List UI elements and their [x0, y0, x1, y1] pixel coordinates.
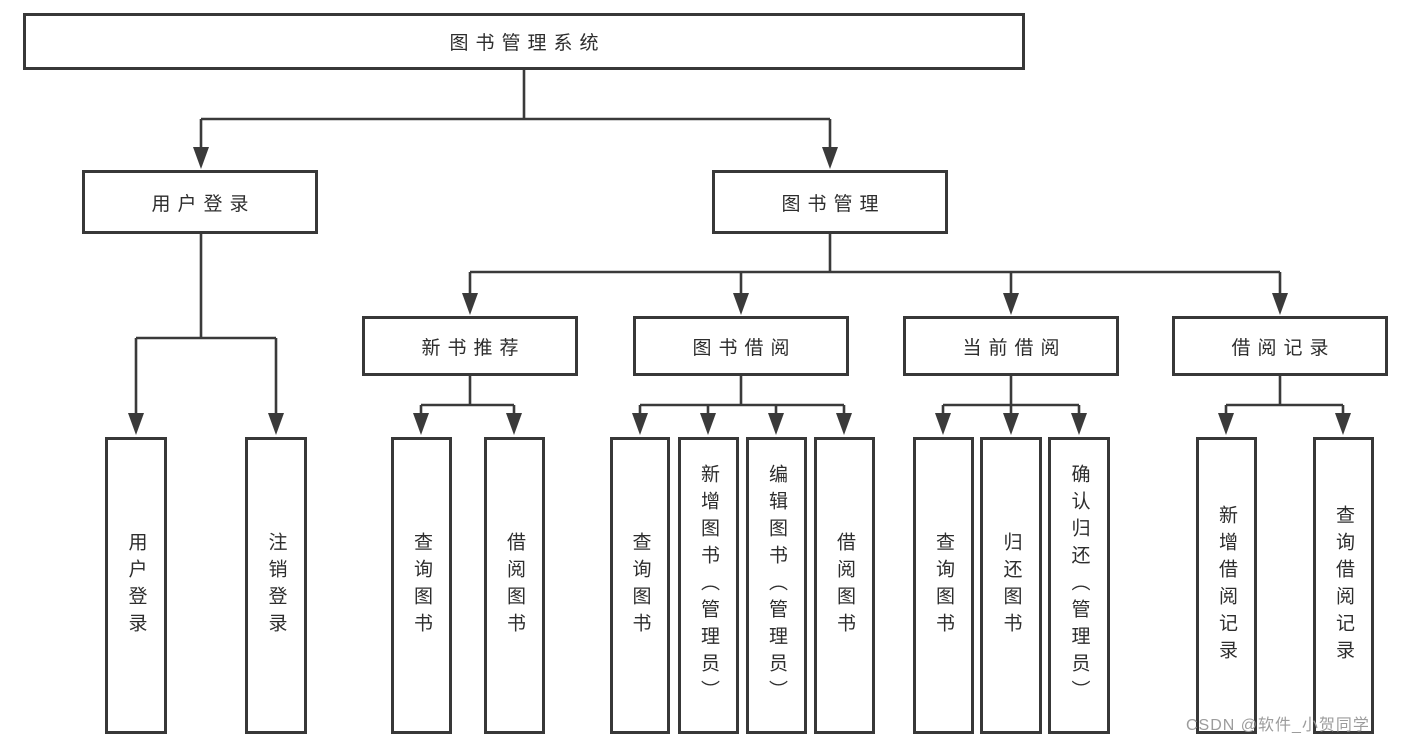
arrow-down-icon [1003, 413, 1019, 435]
connector-currentborrow-to-leaves [941, 376, 1081, 416]
arrow-down-icon [506, 413, 522, 435]
watermark: CSDN @软件_小贺同学 [1186, 717, 1370, 734]
arrow-down-icon [1071, 413, 1087, 435]
node-label: 借阅记录 [1231, 337, 1336, 359]
leaf-bb-add-book-admin: 新增图书（管理员） [678, 437, 739, 734]
connector-newbook-to-leaves [419, 376, 516, 416]
leaf-bb-query-book: 查询图书 [610, 437, 670, 734]
node-current-borrow: 当前借阅 [903, 316, 1119, 376]
leaf-nb-query-book: 查询图书 [391, 437, 452, 734]
node-new-book-recommend: 新书推荐 [362, 316, 578, 376]
node-book-borrow: 图书借阅 [633, 316, 849, 376]
arrow-down-icon [1272, 293, 1288, 315]
leaf-label: 借阅图书 [504, 531, 525, 640]
leaf-label: 归还图书 [1000, 531, 1022, 640]
arrow-down-icon [193, 147, 209, 169]
arrow-down-icon [836, 413, 852, 435]
leaf-label: 确认归还（管理员） [1068, 464, 1090, 707]
leaf-label: 查询借阅记录 [1333, 504, 1354, 667]
arrow-down-icon [462, 293, 478, 315]
arrow-down-icon [413, 413, 429, 435]
arrow-down-icon [935, 413, 951, 435]
node-label: 图书管理系统 [449, 33, 606, 54]
node-label: 图书借阅 [692, 337, 797, 359]
leaf-label: 查询图书 [411, 531, 432, 640]
connector-bookmgmt-to-level3 [468, 234, 1282, 296]
leaf-bb-borrow-book: 借阅图书 [814, 437, 875, 734]
leaf-label: 新增借阅记录 [1216, 504, 1237, 667]
leaf-label: 借阅图书 [834, 531, 855, 640]
leaf-label: 查询图书 [933, 531, 954, 640]
arrow-down-icon [128, 413, 144, 435]
connector-bookborrow-to-leaves [638, 376, 846, 416]
node-label: 新书推荐 [421, 337, 526, 359]
leaf-nb-borrow-book: 借阅图书 [484, 437, 545, 734]
arrow-down-icon [1335, 413, 1351, 435]
node-borrow-record: 借阅记录 [1172, 316, 1388, 376]
leaf-br-add-record: 新增借阅记录 [1196, 437, 1257, 734]
leaf-label: 编辑图书（管理员） [766, 464, 787, 707]
arrow-down-icon [822, 147, 838, 169]
node-book-management: 图书管理 [712, 170, 948, 234]
leaf-cb-query-book: 查询图书 [913, 437, 974, 734]
arrow-down-icon [1003, 293, 1019, 315]
leaf-label: 查询图书 [629, 531, 651, 640]
leaf-cb-confirm-return-admin: 确认归还（管理员） [1048, 437, 1110, 734]
arrow-down-icon [700, 413, 716, 435]
arrow-down-icon [268, 413, 284, 435]
leaf-br-query-record: 查询借阅记录 [1313, 437, 1374, 734]
leaf-label: 新增图书（管理员） [698, 464, 719, 707]
connector-borrowrecord-to-leaves [1224, 376, 1345, 416]
leaf-logout: 注销登录 [245, 437, 307, 734]
node-root-library-system: 图书管理系统 [23, 13, 1025, 70]
connector-userlogin-to-leaves [134, 234, 278, 416]
arrow-down-icon [733, 293, 749, 315]
node-user-login: 用户登录 [82, 170, 318, 234]
node-label: 当前借阅 [962, 337, 1067, 359]
leaf-label: 用户登录 [125, 531, 147, 640]
arrow-down-icon [1218, 413, 1234, 435]
arrow-down-icon [768, 413, 784, 435]
leaf-bb-edit-book-admin: 编辑图书（管理员） [746, 437, 807, 734]
arrow-down-icon [632, 413, 648, 435]
node-label: 用户登录 [151, 193, 256, 215]
leaf-cb-return-book: 归还图书 [980, 437, 1042, 734]
node-label: 图书管理 [781, 193, 886, 215]
connector-root-to-level2 [199, 70, 832, 150]
leaf-user-login: 用户登录 [105, 437, 167, 734]
leaf-label: 注销登录 [265, 531, 287, 640]
